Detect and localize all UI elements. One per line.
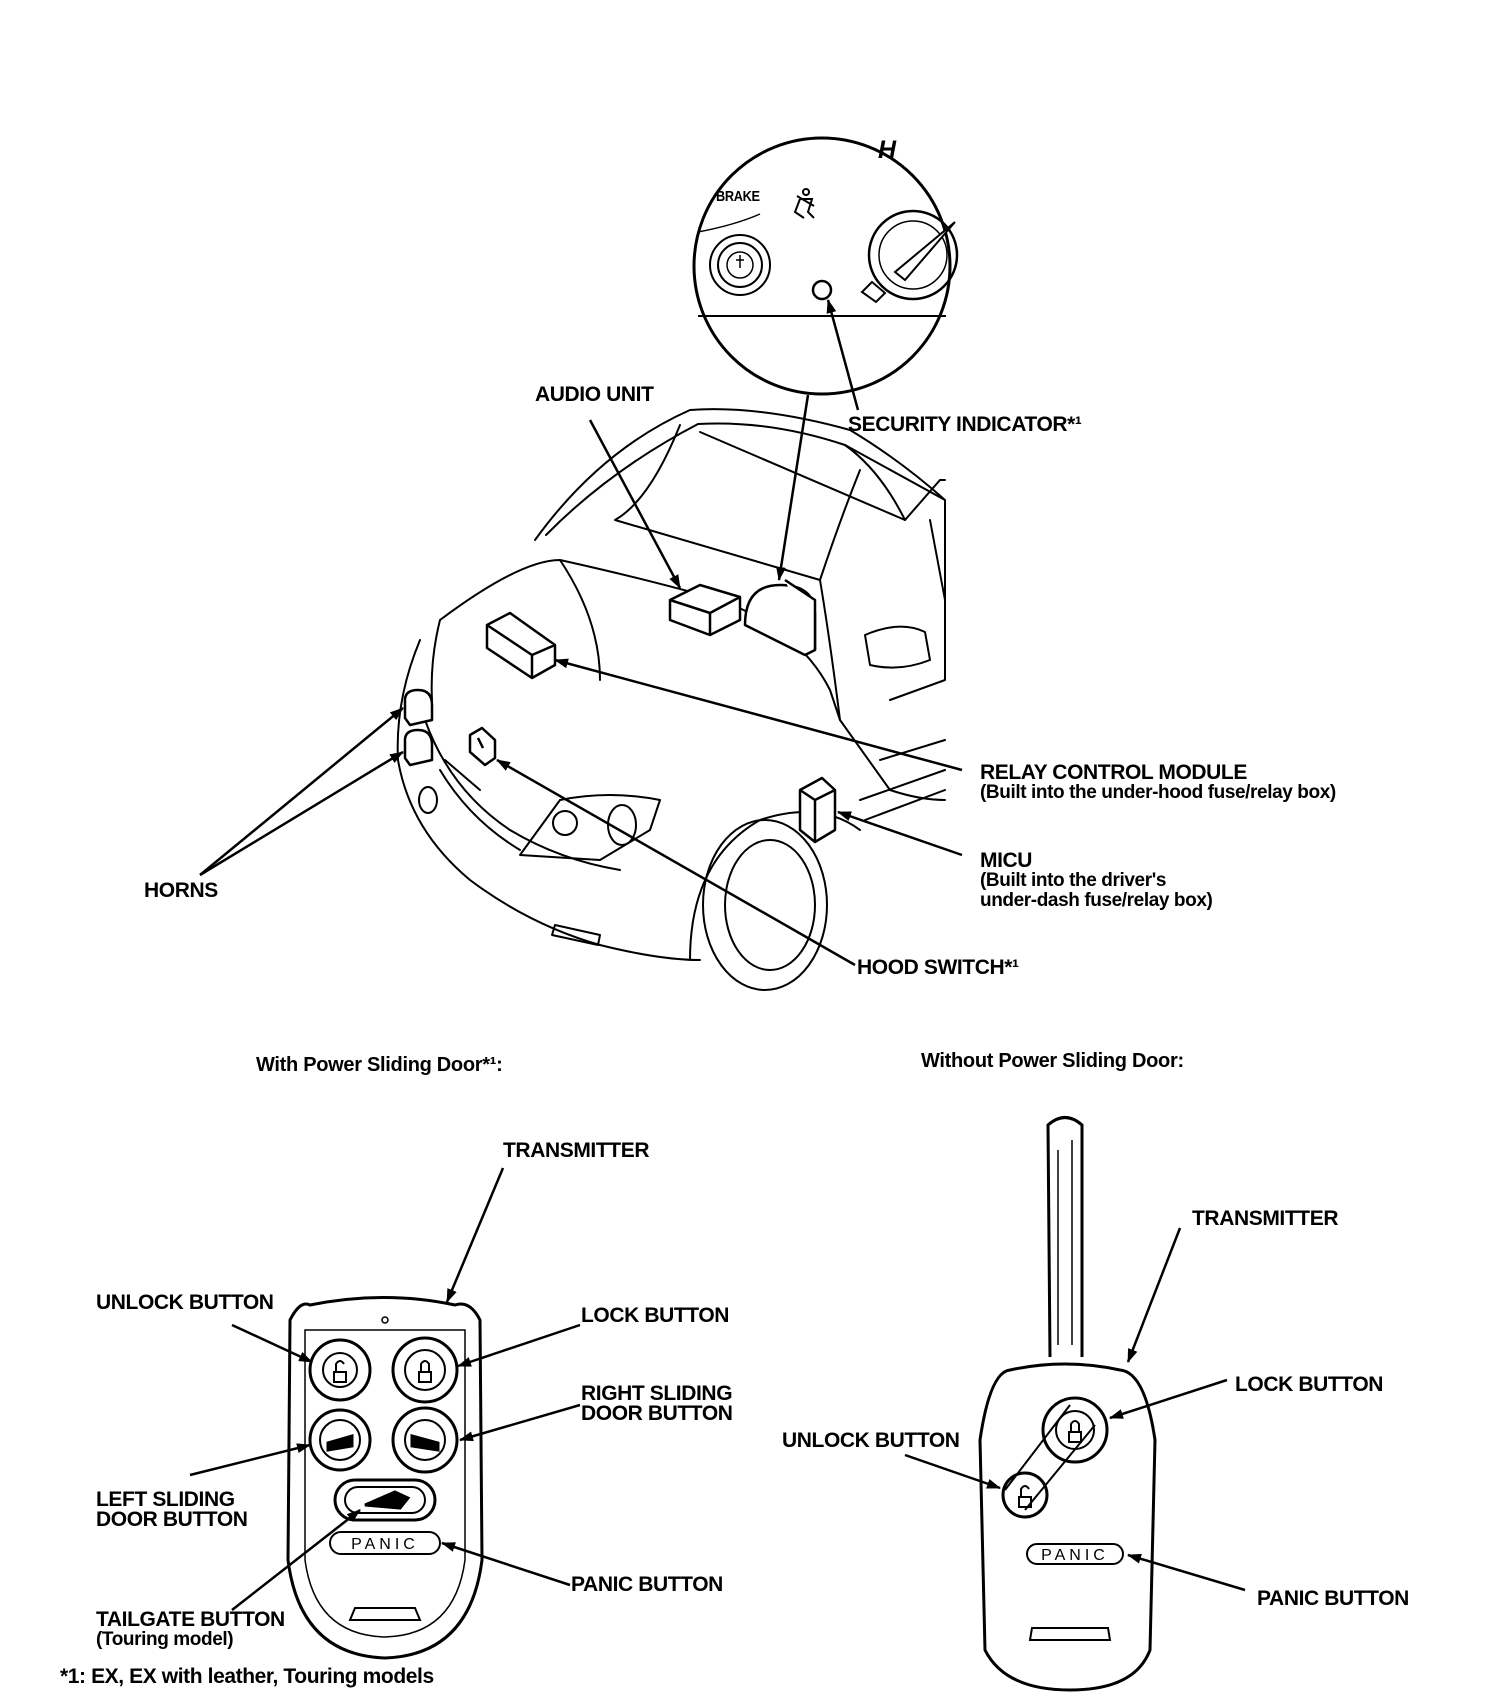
left-sliding-line1: LEFT SLIDING [96,1488,235,1511]
remote-unlock-button [308,1338,372,1402]
micu-note-line1: (Built into the driver's [980,870,1166,891]
key-lock-button [1041,1396,1109,1464]
leader-lines-right-remote [904,1227,1246,1592]
transmitter-with-power-door [286,1296,484,1660]
lock-button-label-key: LOCK BUTTON [1235,1373,1384,1396]
key-unlock-button [1001,1471,1049,1519]
vehicle-outline [396,408,946,991]
panic-button-label-power: PANIC BUTTON [571,1573,723,1596]
relay-control-module-label: RELAY CONTROL MODULE (Built into the und… [980,762,1336,803]
right-sliding-line2: DOOR BUTTON [581,1402,733,1425]
remote-panic-button [329,1531,441,1555]
tailgate-button-title: TAILGATE BUTTON [96,1608,285,1631]
footnote: *1: EX, EX with leather, Touring models [60,1665,434,1688]
panic-button-label-key: PANIC BUTTON [1257,1587,1409,1610]
remote-tailgate-button [333,1478,437,1522]
relay-control-module-title: RELAY CONTROL MODULE [980,761,1247,784]
panic-text-power: PANIC [351,1536,419,1553]
relay-control-module-shape [485,611,557,680]
brake-label: BRAKE [716,188,760,205]
seatbelt-icon [793,188,815,219]
unlock-button-label-power: UNLOCK BUTTON [96,1291,274,1314]
without-power-door-heading: Without Power Sliding Door: [921,1050,1184,1072]
remote-right-sliding-button [391,1406,459,1474]
horns-label: HORNS [144,879,218,902]
right-sliding-line1: RIGHT SLIDING [581,1382,733,1405]
horn-upper-shape [403,688,434,727]
security-indicator-label: SECURITY INDICATOR*¹ [848,413,1082,436]
left-sliding-label: LEFT SLIDING DOOR BUTTON [96,1488,248,1531]
hood-switch-shape [468,726,497,767]
micu-shape [798,776,837,844]
relay-control-module-note: (Built into the under-hood fuse/relay bo… [980,782,1336,803]
unlock-button-label-key: UNLOCK BUTTON [782,1429,960,1452]
micu-title: MICU [980,849,1033,872]
micu-label: MICU (Built into the driver's under-dash… [980,849,1213,911]
audio-unit-shape [668,583,742,637]
component-shapes [403,578,837,844]
transmitter-label-key: TRANSMITTER [1192,1207,1339,1230]
micu-note-line2: under-dash fuse/relay box) [980,890,1213,911]
remote-lock-button [391,1336,459,1404]
lock-button-label-power: LOCK BUTTON [581,1304,730,1327]
with-power-door-heading: With Power Sliding Door*¹: [256,1054,503,1076]
right-sliding-label: RIGHT SLIDING DOOR BUTTON [581,1382,733,1425]
left-sliding-line2: DOOR BUTTON [96,1508,248,1531]
key-cylinder-icon [709,234,771,296]
panic-text-key: PANIC [1041,1547,1109,1564]
leader-lines-left-remote [189,1167,581,1611]
transmitter-label-power: TRANSMITTER [503,1139,650,1162]
gauge-cluster-shape [743,578,817,657]
key-panic-button [1026,1543,1124,1565]
security-indicator-led-icon [811,279,833,301]
tailgate-button-note: (Touring model) [96,1629,234,1650]
leader-lines-top [199,299,963,967]
transmitter-without-power-door [978,1116,1157,1692]
page-icon-letter: H [878,136,896,164]
audio-unit-label: AUDIO UNIT [535,383,654,406]
horn-lower-shape [403,728,434,767]
hood-switch-label: HOOD SWITCH*¹ [857,956,1019,979]
ignition-switch-icon [860,209,959,304]
dashboard-inset [692,136,959,396]
remote-left-sliding-button [308,1408,372,1472]
tailgate-button-label: TAILGATE BUTTON (Touring model) [96,1608,285,1650]
